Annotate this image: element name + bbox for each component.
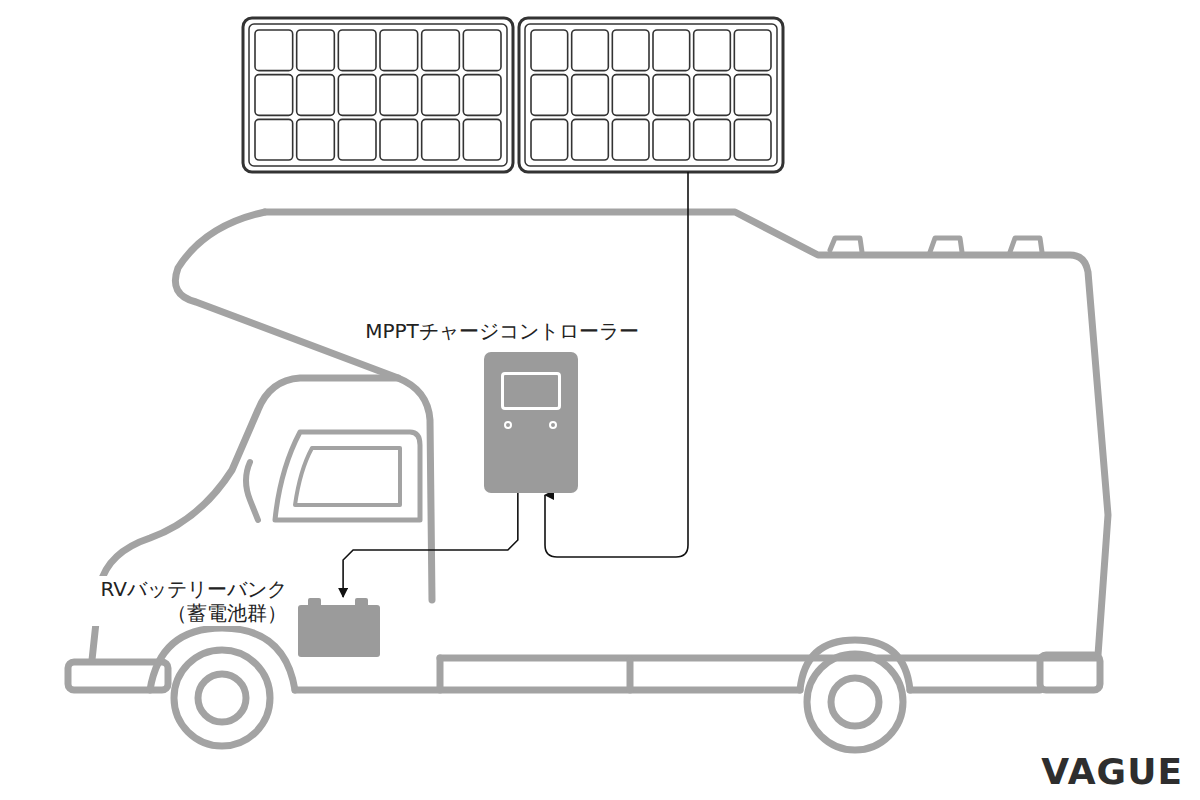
- charge-controller: MPPTチャージコントローラー: [484, 352, 578, 493]
- battery-bank: RVバッテリーバンク （蓄電池群）: [298, 605, 380, 657]
- solar-cell: [612, 30, 649, 71]
- solar-cell: [572, 75, 609, 116]
- solar-cell: [422, 75, 460, 116]
- solar-cell: [531, 119, 568, 160]
- solar-cell: [694, 75, 731, 116]
- solar-cell: [463, 75, 501, 116]
- battery-terminal: [355, 598, 368, 605]
- controller-button: [504, 421, 512, 429]
- solar-cell: [422, 119, 460, 160]
- solar-cell: [612, 75, 649, 116]
- battery-terminal: [308, 598, 321, 605]
- solar-cell: [572, 119, 609, 160]
- solar-cell: [531, 30, 568, 71]
- solar-cell: [734, 119, 771, 160]
- solar-cell: [255, 75, 293, 116]
- solar-cell: [338, 119, 376, 160]
- solar-cell: [297, 119, 335, 160]
- solar-cell: [653, 30, 690, 71]
- solar-cell: [380, 30, 418, 71]
- solar-cell: [572, 30, 609, 71]
- solar-cell: [653, 75, 690, 116]
- controller-label: MPPTチャージコントローラー: [362, 318, 642, 344]
- panel-inner: [525, 24, 777, 166]
- solar-cell: [463, 119, 501, 160]
- solar-cell: [338, 30, 376, 71]
- solar-cell: [297, 30, 335, 71]
- panel-frame: [519, 18, 783, 172]
- solar-cell: [422, 30, 460, 71]
- solar-panels: [243, 18, 783, 172]
- battery-label: RVバッテリーバンク （蓄電池群）: [84, 576, 290, 626]
- panel-inner: [249, 24, 507, 166]
- solar-cell: [380, 119, 418, 160]
- panel-frame: [243, 18, 513, 172]
- solar-cell: [694, 30, 731, 71]
- solar-cell: [338, 75, 376, 116]
- solar-cell: [694, 119, 731, 160]
- solar-cell: [255, 30, 293, 71]
- solar-cell: [255, 119, 293, 160]
- van-outline: [68, 212, 1108, 750]
- solar-cell: [653, 119, 690, 160]
- controller-button: [549, 421, 557, 429]
- solar-cell: [734, 30, 771, 71]
- charge-wire: [343, 493, 518, 597]
- solar-cell: [734, 75, 771, 116]
- watermark: VAGUE: [1038, 749, 1186, 794]
- solar-cell: [463, 30, 501, 71]
- solar-cell: [531, 75, 568, 116]
- solar-cell: [380, 75, 418, 116]
- controller-screen: [501, 372, 561, 410]
- solar-cell: [612, 119, 649, 160]
- solar-cell: [297, 75, 335, 116]
